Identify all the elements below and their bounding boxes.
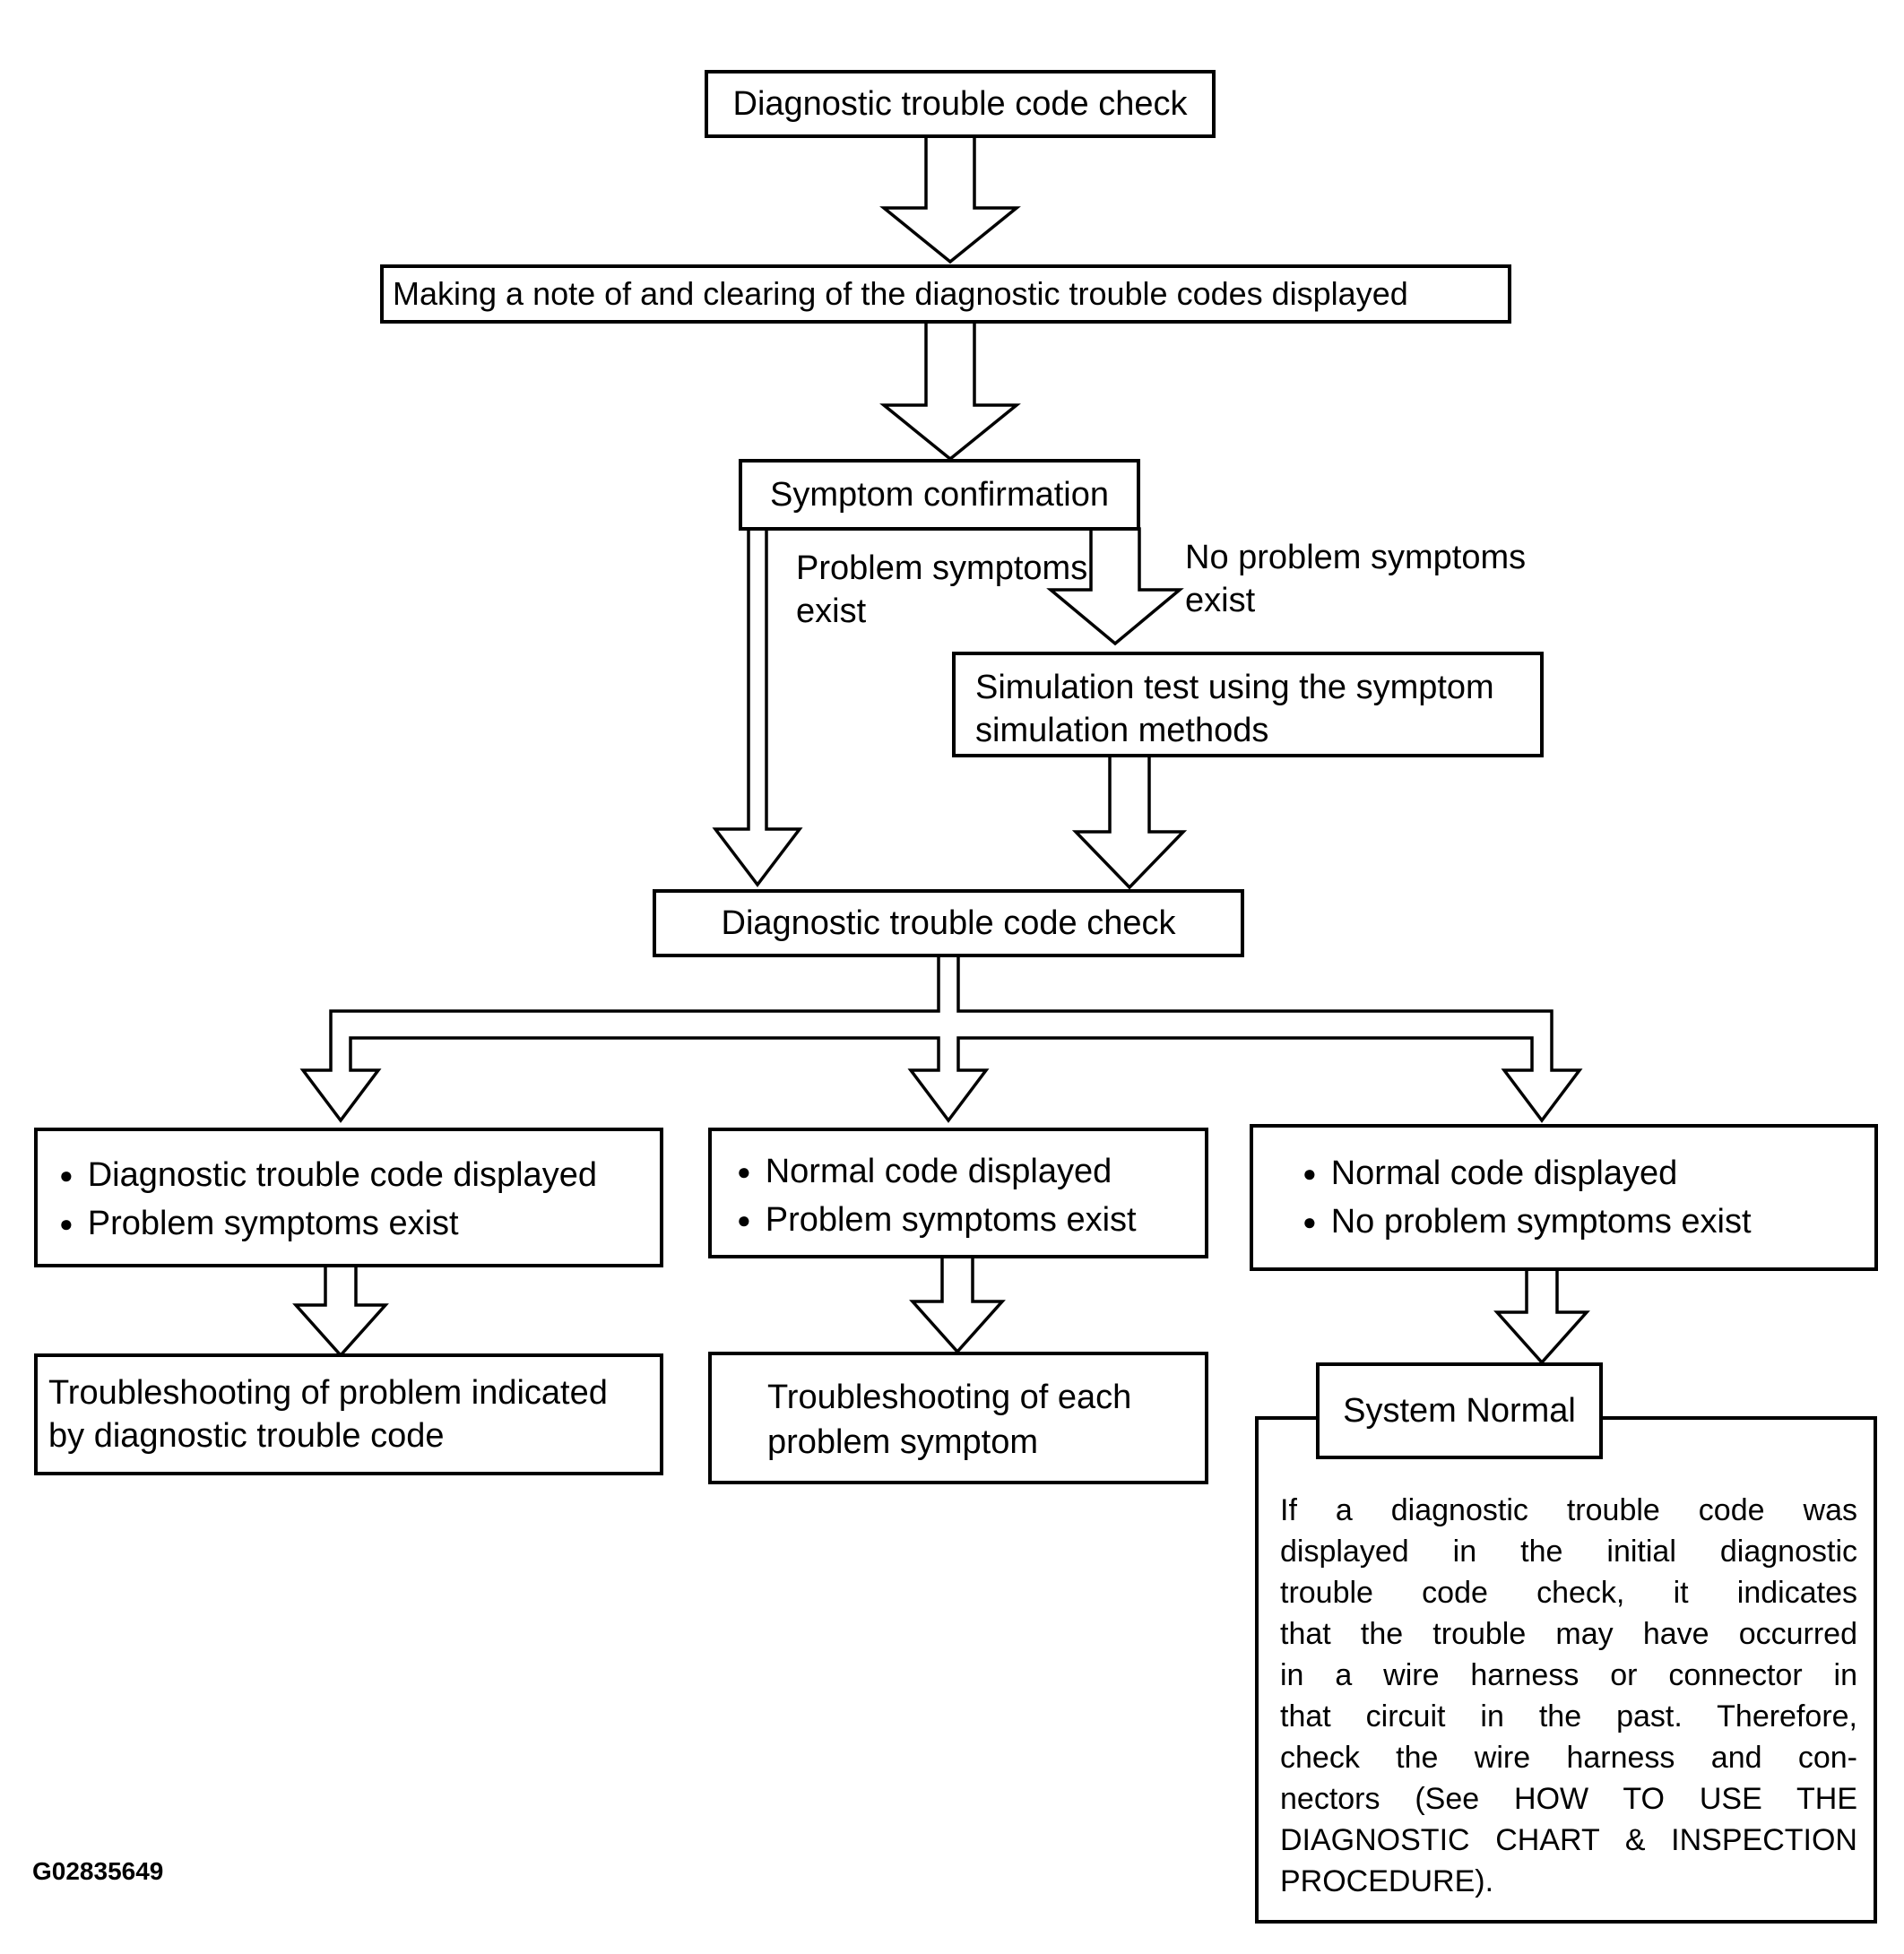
bullet-icon: ● <box>59 1162 74 1189</box>
list-item: ● Diagnostic trouble code displayed <box>59 1151 660 1199</box>
node-symptom-confirmation: Symptom confirmation <box>739 459 1140 531</box>
three-way-splitter-icon <box>299 954 1583 1123</box>
bullet-icon: ● <box>59 1210 74 1237</box>
note-line: in a wire harness or connector in <box>1280 1658 1857 1692</box>
node-note-and-clear: Making a note of and clearing of the dia… <box>380 264 1511 324</box>
arrow-down-icon <box>879 320 1021 462</box>
troubleshoot-symptom-line-2: problem symptom <box>767 1423 1038 1461</box>
label-problem-symptoms-exist: Problem symptoms exist <box>796 549 1088 630</box>
note-line: that the trouble may have occurred <box>1280 1617 1857 1651</box>
arrow-down-icon <box>1493 1265 1590 1365</box>
arrow-down-icon <box>879 133 1021 264</box>
arrow-down-icon <box>292 1262 389 1358</box>
simulation-line-1: Simulation test using the symptom <box>975 669 1494 706</box>
note-line: trouble code check, it indicates <box>1280 1576 1857 1610</box>
node-result-normal-code-problem: ● Normal code displayed ● Problem sympto… <box>708 1128 1208 1258</box>
node-system-normal-note: If a diagnostic trouble code was display… <box>1255 1416 1877 1924</box>
node-troubleshoot-symptom: Troubleshooting of each problem symptom <box>708 1352 1208 1484</box>
note-line: PROCEDURE). <box>1280 1864 1494 1898</box>
note-line: nectors (See HOW TO USE THE <box>1280 1782 1857 1816</box>
node-simulation-test: Simulation test using the symptom simula… <box>952 652 1544 757</box>
arrow-down-icon <box>909 1253 1006 1354</box>
bullet-icon: ● <box>1303 1160 1317 1187</box>
troubleshoot-dtc-line-1: Troubleshooting of problem indicated <box>48 1374 608 1412</box>
note-line: that circuit in the past. Therefore, <box>1280 1699 1857 1734</box>
label-no-problem-symptoms-exist: No problem symptoms exist <box>1185 539 1527 619</box>
bullet-text: Diagnostic trouble code displayed <box>87 1156 597 1194</box>
bullet-icon: ● <box>737 1206 751 1233</box>
arrow-no-problem-branch-icon <box>1046 527 1184 646</box>
list-item: ● Problem symptoms exist <box>737 1196 1205 1244</box>
node-result-normal-code-no-problem: ● Normal code displayed ● No problem sym… <box>1250 1124 1878 1271</box>
list-item: ● Normal code displayed <box>1303 1149 1874 1197</box>
node-dtc-check-1: Diagnostic trouble code check <box>705 70 1216 138</box>
bullet-text: Problem symptoms exist <box>765 1201 1137 1239</box>
note-line: check the wire harness and con- <box>1280 1741 1857 1775</box>
figure-id: G02835649 <box>32 1857 164 1885</box>
list-item: ● Normal code displayed <box>737 1147 1205 1196</box>
arrow-problem-branch-icon <box>712 527 803 887</box>
list-item: ● No problem symptoms exist <box>1303 1197 1874 1246</box>
troubleshoot-symptom-line-1: Troubleshooting of each <box>767 1379 1132 1416</box>
bullet-text: Normal code displayed <box>1330 1154 1678 1192</box>
note-line: If a diagnostic trouble code was <box>1280 1493 1857 1527</box>
bullet-text: Normal code displayed <box>765 1153 1112 1190</box>
bullet-text: Problem symptoms exist <box>87 1205 459 1242</box>
node-result-dtc-displayed: ● Diagnostic trouble code displayed ● Pr… <box>34 1128 663 1267</box>
node-dtc-check-2: Diagnostic trouble code check <box>653 889 1244 957</box>
note-line: DIAGNOSTIC CHART & INSPECTION <box>1280 1823 1857 1857</box>
bullet-icon: ● <box>1303 1208 1317 1235</box>
bullet-text: No problem symptoms exist <box>1330 1203 1752 1241</box>
list-item: ● Problem symptoms exist <box>59 1199 660 1248</box>
arrow-simulation-down-icon <box>1071 752 1188 890</box>
node-system-normal: System Normal <box>1316 1362 1603 1459</box>
node-troubleshoot-dtc: Troubleshooting of problem indicated by … <box>34 1353 663 1475</box>
note-line: displayed in the initial diagnostic <box>1280 1535 1857 1569</box>
bullet-icon: ● <box>737 1158 751 1185</box>
troubleshoot-dtc-line-2: by diagnostic trouble code <box>48 1417 445 1455</box>
simulation-line-2: simulation methods <box>975 712 1269 749</box>
